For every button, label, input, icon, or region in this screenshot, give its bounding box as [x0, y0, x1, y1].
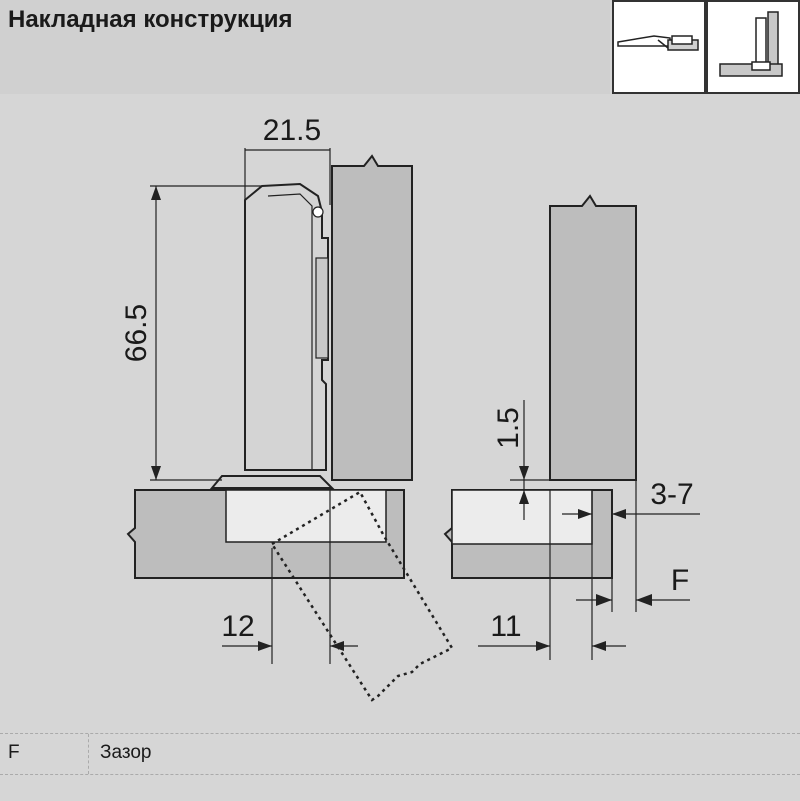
right-cabinet-side-panel	[549, 194, 637, 481]
dim-1-5: 1.5	[492, 400, 634, 520]
left-cabinet-side-panel	[331, 154, 413, 481]
hinge-arm	[209, 182, 335, 489]
dim-f-label: F	[671, 564, 689, 597]
open-door-outline	[270, 490, 454, 702]
hinge-overlay-thumb-icon[interactable]	[612, 0, 706, 94]
hinge-overlay-thumb-graphic	[614, 2, 704, 92]
dim-11-label: 11	[490, 610, 521, 643]
dim-21-5: 21.5	[244, 114, 331, 460]
dim-11: 11	[478, 490, 626, 660]
dim-3-7-label: 3-7	[650, 478, 693, 511]
dim-3-7: 3-7	[562, 478, 700, 660]
legend-value: Зазор	[100, 742, 152, 763]
dim-1-5-label: 1.5	[492, 407, 525, 449]
legend-separator	[0, 774, 800, 775]
page-title: Накладная конструкция	[8, 6, 293, 33]
legend: F Зазор	[0, 733, 800, 801]
dim-66-5: 66.5	[120, 185, 262, 481]
dim-66-5-label: 66.5	[120, 304, 153, 362]
left-door-panel	[126, 489, 405, 579]
legend-divider	[88, 734, 89, 774]
dim-12: 12	[221, 490, 358, 664]
dim-12-label: 12	[221, 610, 254, 643]
legend-key: F	[8, 742, 20, 763]
dim-21-5-label: 21.5	[263, 114, 321, 147]
dim-f: F	[576, 564, 690, 612]
hinge-side-thumb-graphic	[708, 2, 798, 92]
hinge-side-view-thumb-icon[interactable]	[706, 0, 800, 94]
header-bar: Накладная конструкция	[0, 0, 610, 94]
hinge-diagram: 21.5 66.5 12	[120, 114, 700, 702]
